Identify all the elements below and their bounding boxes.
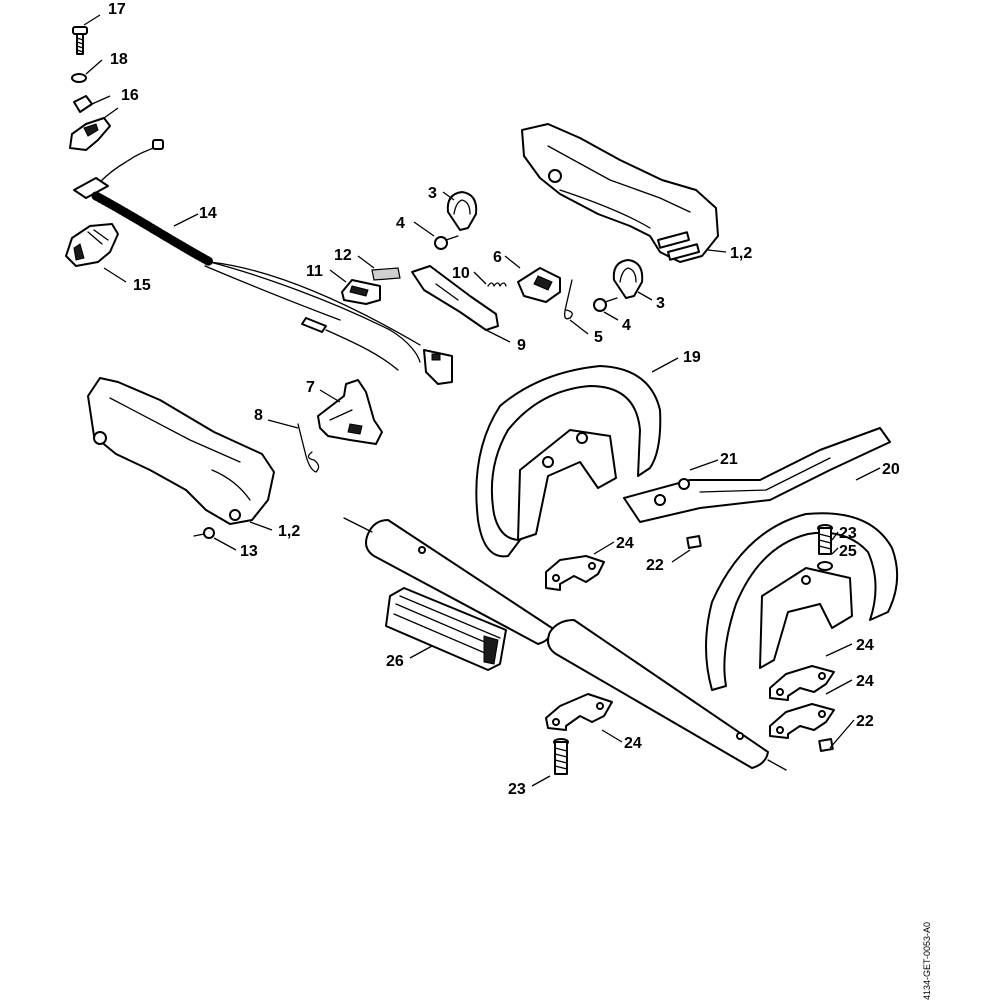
throttle-trigger-part-9 <box>411 265 499 331</box>
document-reference-code: 4134-GET-0053-A0 <box>922 921 932 1000</box>
handle-housing-lower-part-1-2 <box>87 377 275 525</box>
drive-tube <box>343 517 787 771</box>
clamp-part-24-middle <box>769 665 835 701</box>
callout-5: 5 <box>594 329 603 346</box>
screw-part-17 <box>72 26 88 55</box>
switch-housing-part-15 <box>65 223 119 267</box>
nut-part-22-upper <box>686 535 702 549</box>
callout-13: 13 <box>240 543 258 560</box>
callout-3-upper: 3 <box>428 185 437 202</box>
clamp-part-3-lower <box>612 259 644 299</box>
callout-24-middle: 24 <box>856 637 874 654</box>
callout-23-upper: 23 <box>839 525 857 542</box>
callout-4-upper: 4 <box>396 215 405 232</box>
torsion-spring-part-5 <box>564 279 573 320</box>
lock-lever-part-6 <box>517 267 561 303</box>
screw-part-13 <box>193 527 215 539</box>
callout-22-upper: 22 <box>646 557 664 574</box>
callout-9: 9 <box>517 337 526 354</box>
callout-14: 14 <box>199 205 217 222</box>
callout-24-upper: 24 <box>616 535 634 552</box>
callout-16: 16 <box>121 87 139 104</box>
callout-25: 25 <box>839 543 857 560</box>
callout-labels: 17 18 16 14 15 3 4 12 11 6 10 9 5 3 4 1,… <box>108 1 900 798</box>
trigger-holder-part-7 <box>317 379 383 445</box>
pad-part-12 <box>371 267 401 281</box>
nut-part-22-lower <box>818 738 834 752</box>
callout-20: 20 <box>882 461 900 478</box>
callout-6: 6 <box>493 249 502 266</box>
clamp-part-24-upper <box>545 555 605 591</box>
callout-17: 17 <box>108 1 126 18</box>
callout-24-lower: 24 <box>856 673 874 690</box>
callout-26: 26 <box>386 653 404 670</box>
callout-7: 7 <box>306 379 315 396</box>
callout-10: 10 <box>452 265 470 282</box>
clamp-part-24-tube <box>545 693 613 731</box>
loop-handle-part-19 <box>475 365 662 558</box>
screw-part-4-lower <box>593 297 618 312</box>
callout-19: 19 <box>683 349 701 366</box>
washer-part-18 <box>71 73 87 83</box>
clamp-part-24-lower <box>769 703 835 739</box>
washer-part-25 <box>817 561 833 571</box>
callout-3-lower: 3 <box>656 295 665 312</box>
callout-8: 8 <box>254 407 263 424</box>
spring-part-10 <box>487 282 507 287</box>
clip-part-16 <box>69 95 111 151</box>
callout-1-2-upper: 1,2 <box>730 245 752 262</box>
wiring-harness-part-14 <box>73 139 453 385</box>
damper-part-26 <box>385 587 507 671</box>
callout-12: 12 <box>334 247 352 264</box>
callout-15: 15 <box>133 277 151 294</box>
callout-11: 11 <box>306 263 323 280</box>
callout-24-tube: 24 <box>624 735 642 752</box>
callout-18: 18 <box>110 51 128 68</box>
spring-part-8 <box>297 423 320 473</box>
leader-lines <box>83 14 881 787</box>
handle-housing-upper-part-1-2 <box>521 123 719 263</box>
callout-21: 21 <box>720 451 738 468</box>
screw-part-4-upper <box>434 235 459 250</box>
bolt-part-23-lower <box>553 738 569 775</box>
callout-23-lower: 23 <box>508 781 526 798</box>
callout-1-2-lower: 1,2 <box>278 523 300 540</box>
bolt-part-23-upper <box>817 524 833 555</box>
callout-22-lower: 22 <box>856 713 874 730</box>
clamp-part-3-upper <box>446 191 478 231</box>
bracket-bar-part-21 <box>623 427 891 523</box>
slider-part-11 <box>341 279 381 305</box>
callout-4-lower: 4 <box>622 317 631 334</box>
loop-handle-part-20 <box>705 512 899 691</box>
